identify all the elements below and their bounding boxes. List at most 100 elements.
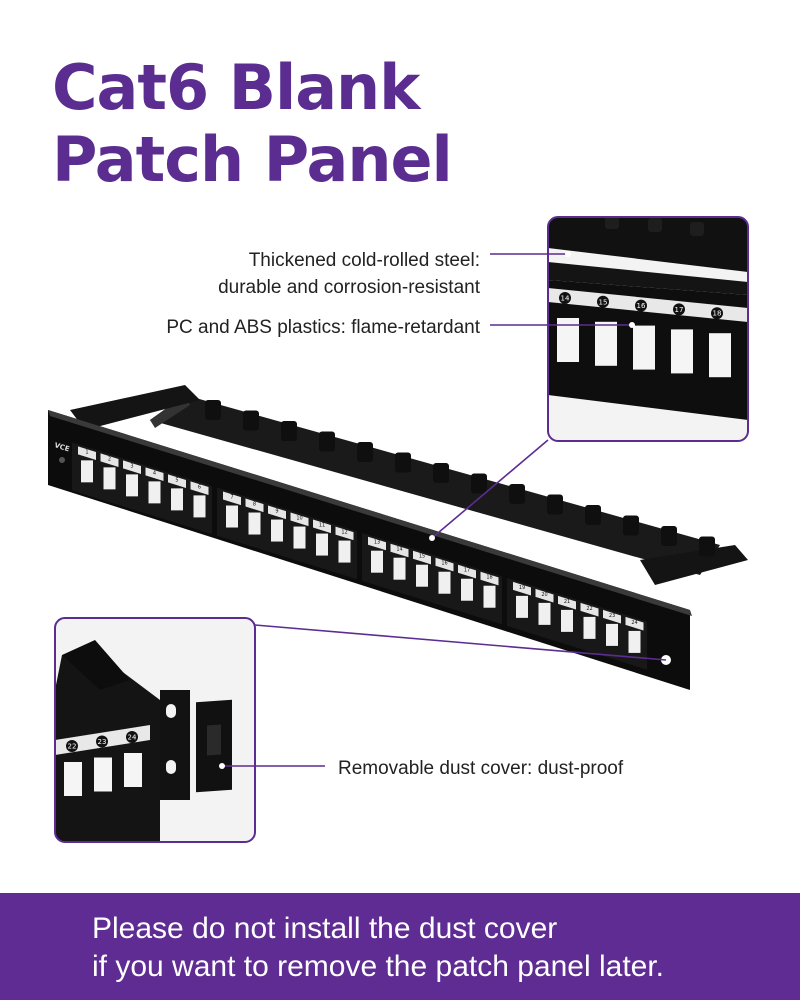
port-opening <box>171 488 183 511</box>
port-number: 17 <box>464 568 470 574</box>
port-number: 18 <box>486 575 492 581</box>
port-number: 17 <box>675 306 684 314</box>
port-label <box>603 609 621 624</box>
port-number: 5 <box>175 477 178 483</box>
port-label <box>625 616 644 631</box>
cable-clip <box>243 410 259 431</box>
port-opening <box>538 602 551 625</box>
port-opening <box>438 571 451 594</box>
port-opening <box>393 557 406 580</box>
port-opening <box>561 609 573 632</box>
port-number: 15 <box>599 298 608 306</box>
leader-lines <box>219 251 667 769</box>
port-number-badge <box>126 731 138 743</box>
zoom-bottom-frame <box>54 617 256 843</box>
port-label <box>168 474 186 488</box>
cable-clip <box>547 494 563 515</box>
dust-cover-callout: Removable dust cover: dust-proof <box>338 755 623 782</box>
port-label <box>458 564 476 579</box>
port-label <box>580 602 599 617</box>
port-opening <box>64 762 82 796</box>
port-opening <box>103 467 116 490</box>
port-number: 3 <box>130 463 133 469</box>
port-opening <box>148 481 161 504</box>
port-label <box>245 498 264 513</box>
left-arm <box>70 385 200 430</box>
cable-clip <box>319 431 335 452</box>
port-number-badge <box>711 307 723 320</box>
port-opening <box>293 526 306 549</box>
port-number-badge <box>66 740 78 752</box>
port-number-badge <box>96 735 108 748</box>
footer-line-2: if you want to remove the patch panel la… <box>92 950 665 983</box>
port-opening <box>124 753 142 787</box>
cable-clip <box>281 421 297 441</box>
dust-cover-callout-text: Removable dust cover: dust-proof <box>338 758 624 779</box>
steel-callout-line-1: Thickened cold-rolled steel: <box>248 250 480 271</box>
port-label <box>123 460 141 474</box>
cable-clip <box>623 515 639 536</box>
cable-clip <box>661 526 677 546</box>
port-number: 14 <box>561 295 570 303</box>
port-opening <box>371 550 383 573</box>
port-label <box>268 505 286 520</box>
port-number: 24 <box>631 620 637 626</box>
port-number: 23 <box>609 613 615 619</box>
port-label <box>190 481 209 495</box>
port-module <box>217 487 357 580</box>
port-module <box>362 532 502 625</box>
port-number: 12 <box>341 530 347 536</box>
port-number: 14 <box>396 547 402 553</box>
port-number: 10 <box>296 516 302 522</box>
port-opening <box>193 495 206 518</box>
zoom-top-leader <box>431 439 549 539</box>
port-opening <box>316 533 328 556</box>
port-opening <box>516 595 528 618</box>
mounting-hole-left <box>59 457 65 463</box>
plastic-callout: PC and ABS plastics: flame-retardant <box>166 314 480 341</box>
port-number: 16 <box>441 561 447 567</box>
port-label <box>435 557 454 572</box>
port-opening <box>248 512 261 535</box>
port-opening <box>226 505 238 528</box>
zoom-top-ports: 14 15 16 17 18 <box>557 292 731 378</box>
port-opening <box>483 585 496 608</box>
port-opening <box>709 333 731 378</box>
cable-clip <box>433 463 449 483</box>
port-label <box>535 588 554 603</box>
port-number: 16 <box>637 302 646 310</box>
zoom-top-frame <box>547 216 749 442</box>
port-label <box>480 571 499 586</box>
faceplate-top-edge <box>48 410 692 616</box>
patch-panel-image: VCE 123456789101112131415161718192021222… <box>48 385 748 690</box>
port-number-badge <box>635 299 647 312</box>
port-number-badge <box>673 303 685 316</box>
port-opening <box>126 474 138 497</box>
port-label <box>335 526 354 541</box>
port-number: 24 <box>128 734 137 742</box>
port-number: 19 <box>519 585 525 591</box>
port-module <box>507 577 647 670</box>
cable-clip <box>585 505 601 525</box>
port-opening <box>633 325 655 370</box>
port-number: 15 <box>419 554 425 560</box>
port-number: 2 <box>108 456 111 462</box>
port-label <box>390 543 409 558</box>
right-arm <box>640 545 748 585</box>
port-label <box>313 519 331 534</box>
port-label <box>78 446 96 460</box>
cable-clip <box>357 442 373 462</box>
port-label <box>290 512 309 527</box>
zoom-bottom-leader <box>254 624 667 661</box>
port-number: 6 <box>198 484 201 490</box>
port-opening <box>81 460 93 483</box>
port-number: 11 <box>319 523 325 529</box>
port-opening <box>671 329 693 374</box>
port-number: 18 <box>713 310 722 318</box>
cable-clips <box>205 400 715 557</box>
steel-callout-line-2: durable and corrosion-resistant <box>218 277 480 298</box>
